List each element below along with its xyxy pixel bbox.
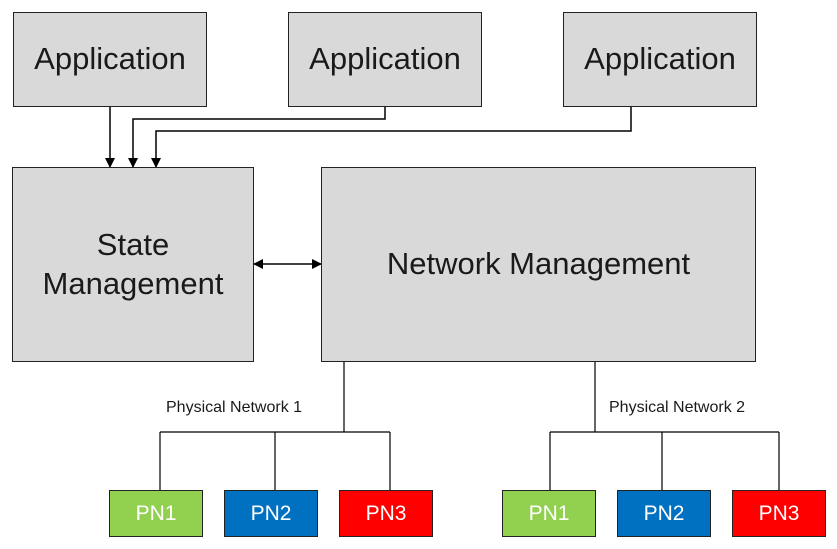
application-box-3: Application [563,12,757,107]
tree-physical-network-2 [549,361,780,490]
state-management-box: State Management [12,167,254,362]
pn-node-label: PN1 [135,501,177,525]
pn-node-label: PN1 [528,501,570,525]
pn-node-label: PN3 [758,501,800,525]
pn-node-net1-pn1: PN1 [109,490,203,537]
pn-node-net1-pn2: PN2 [224,490,318,537]
pn-node-net2-pn3: PN3 [732,490,826,537]
application-label: Application [34,41,186,77]
physical-network-2-label: Physical Network 2 [609,399,746,416]
pn-node-net2-pn2: PN2 [617,490,711,537]
network-management-label: Network Management [386,246,691,282]
network-management-box: Network Management [321,167,756,362]
pn-node-label: PN3 [365,501,407,525]
pn-node-net2-pn1: PN1 [502,490,596,537]
tree-physical-network-1 [159,361,391,490]
arrow-app2-to-state [128,107,386,168]
state-management-label: State Management [42,226,224,301]
application-label: Application [584,41,736,77]
pn-node-net1-pn3: PN3 [339,490,433,537]
physical-network-1-label: Physical Network 1 [166,399,303,416]
application-label: Application [309,41,461,77]
pn-node-label: PN2 [250,501,292,525]
application-box-2: Application [288,12,482,107]
application-box-1: Application [13,12,207,107]
arrow-app3-to-state [151,107,632,168]
pn-node-label: PN2 [643,501,685,525]
